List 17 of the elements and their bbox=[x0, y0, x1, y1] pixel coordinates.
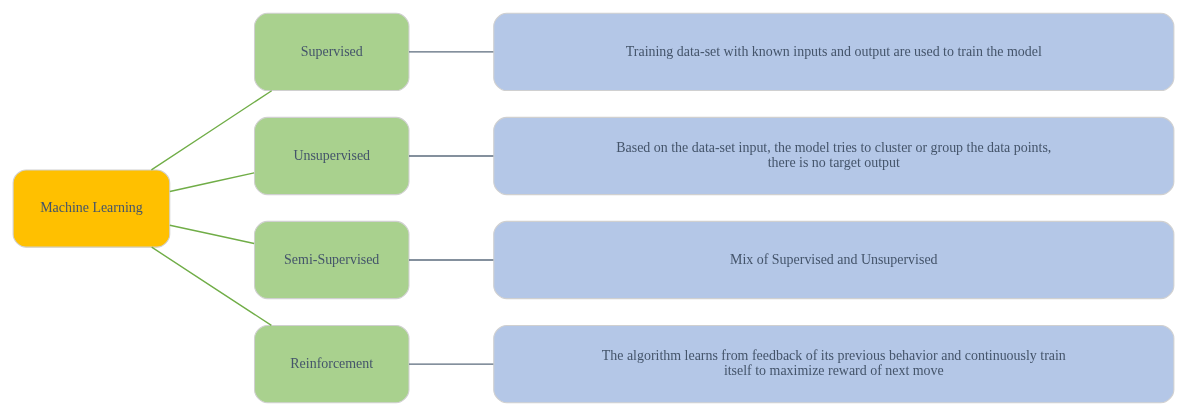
connector bbox=[408, 154, 494, 157]
node-box: Mix of Supervised and Unsupervised bbox=[493, 220, 1175, 299]
node-box: Reinforcement bbox=[253, 324, 410, 403]
connector bbox=[408, 258, 494, 261]
connector bbox=[169, 171, 255, 192]
connector bbox=[169, 224, 255, 244]
node-box: Training data-set with known inputs and output are used to train the model bbox=[493, 12, 1175, 91]
node-box: The algorithm learns from feedback of its previous behavior and continuously train itself to maximize reward of next move bbox=[493, 324, 1175, 403]
node-box: Semi-Supervised bbox=[253, 220, 410, 299]
node-box: Based on the data-set input, the model tries to cluster or group the data points, there is no target output bbox=[493, 116, 1175, 195]
connector bbox=[151, 246, 273, 326]
node-box: Supervised bbox=[253, 12, 410, 91]
node-box: Unsupervised bbox=[253, 116, 410, 195]
connector bbox=[408, 50, 494, 53]
node-box: Machine Learning bbox=[12, 168, 171, 248]
connector bbox=[150, 89, 273, 170]
connector bbox=[408, 362, 494, 365]
